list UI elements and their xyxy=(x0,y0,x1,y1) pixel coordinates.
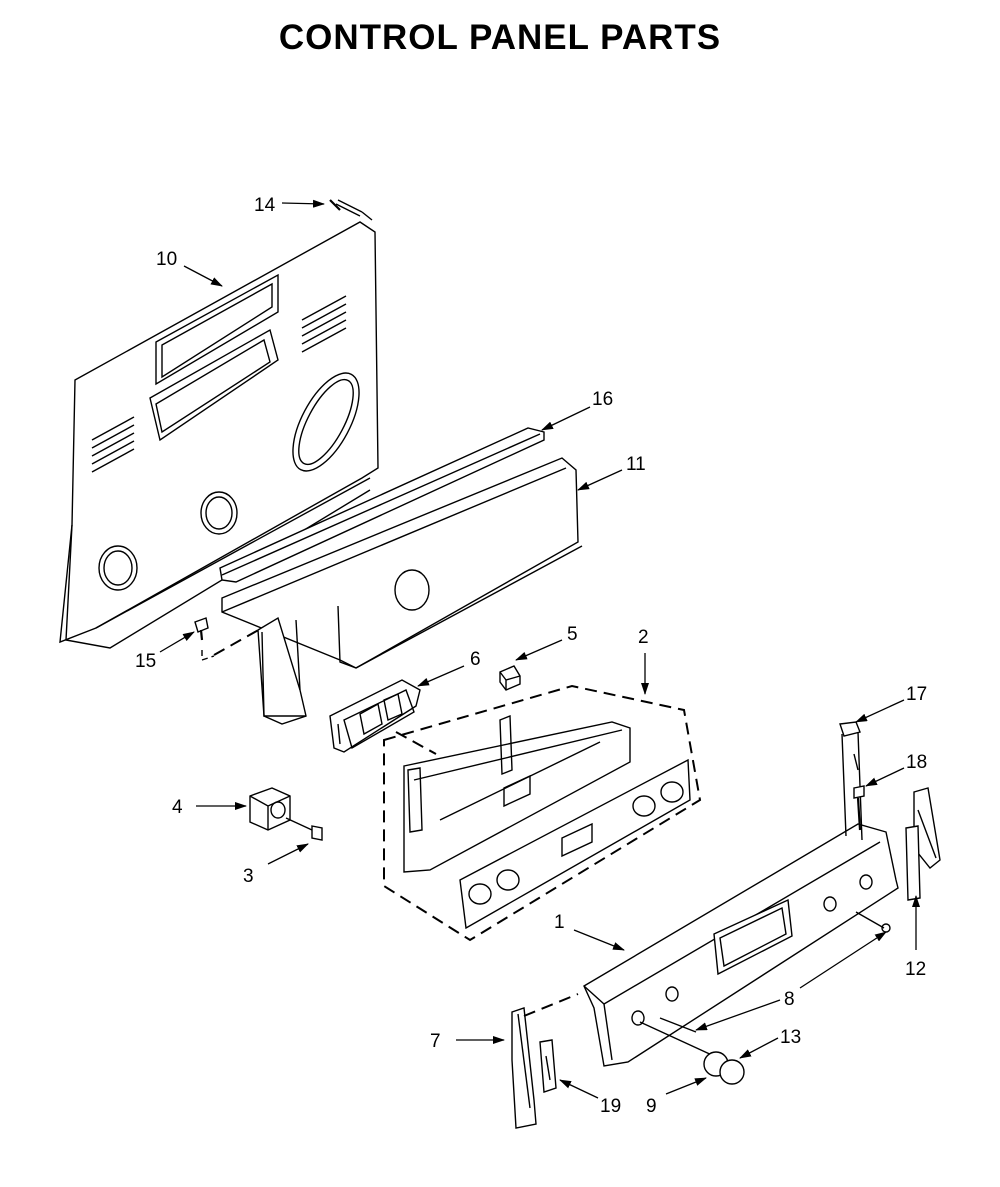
part-7-end-bracket xyxy=(511,993,579,1129)
callout-16: 16 xyxy=(592,389,613,410)
callout-15: 15 xyxy=(135,651,156,672)
callout-17: 17 xyxy=(906,684,927,705)
arrow-1 xyxy=(573,929,625,951)
callout-19: 19 xyxy=(600,1096,621,1117)
callout-1: 1 xyxy=(554,912,565,933)
callout-2: 2 xyxy=(638,627,649,648)
part-13-knob-shaft xyxy=(639,1021,715,1057)
arrow-15 xyxy=(159,631,195,653)
callout-8: 8 xyxy=(784,989,795,1010)
part-15-screw xyxy=(194,617,215,661)
arrow-11 xyxy=(577,469,623,491)
arrow-14 xyxy=(281,199,325,208)
arrow-9 xyxy=(665,1077,707,1095)
part-17-end-cap xyxy=(839,721,863,841)
arrow-17 xyxy=(855,699,905,723)
callout-13: 13 xyxy=(780,1027,801,1048)
callout-12: 12 xyxy=(905,959,926,980)
callout-labels: 14 10 16 11 15 6 5 2 4 3 17 18 12 1 8 13… xyxy=(135,195,927,1117)
part-18-screw xyxy=(853,785,865,831)
part-8-screws xyxy=(659,911,891,1033)
arrow-16 xyxy=(541,406,591,431)
part-10-rear-panel xyxy=(59,221,379,649)
part-12-end-bracket xyxy=(905,787,941,901)
part-9-knob xyxy=(703,1051,745,1085)
part-3-screw xyxy=(285,817,323,841)
callout-7: 7 xyxy=(430,1031,441,1052)
callout-6: 6 xyxy=(470,649,481,670)
part-5-connector xyxy=(499,665,521,691)
arrow-10 xyxy=(183,265,223,287)
part-2-console-assembly xyxy=(383,684,702,942)
arrow-6 xyxy=(417,665,465,687)
arrow-8a xyxy=(695,999,781,1031)
callout-9: 9 xyxy=(646,1096,657,1117)
callout-11: 11 xyxy=(626,454,646,475)
page-title: CONTROL PANEL PARTS xyxy=(278,18,722,57)
callout-5: 5 xyxy=(567,624,578,645)
callout-10: 10 xyxy=(156,249,177,270)
part-6-control-board xyxy=(329,679,421,753)
arrow-19 xyxy=(559,1079,599,1099)
part-4-switch xyxy=(249,787,291,831)
part-15-alignment-line xyxy=(213,627,263,656)
part-11-bracket xyxy=(221,457,583,725)
callout-4: 4 xyxy=(172,797,183,818)
part-19-clip xyxy=(539,1039,557,1093)
arrow-13 xyxy=(739,1037,779,1059)
callout-arrows xyxy=(159,199,920,1099)
arrow-18 xyxy=(865,767,905,787)
part-14-screw xyxy=(329,199,373,221)
callout-18: 18 xyxy=(906,752,927,773)
arrow-3 xyxy=(267,843,309,865)
arrow-5 xyxy=(515,639,563,661)
arrow-8b xyxy=(799,931,887,989)
part-6-alignment-line xyxy=(395,731,437,755)
part-16-trim-strip xyxy=(219,427,545,583)
part-1-control-panel xyxy=(583,823,899,1067)
callout-3: 3 xyxy=(243,866,254,887)
callout-14: 14 xyxy=(254,195,276,216)
